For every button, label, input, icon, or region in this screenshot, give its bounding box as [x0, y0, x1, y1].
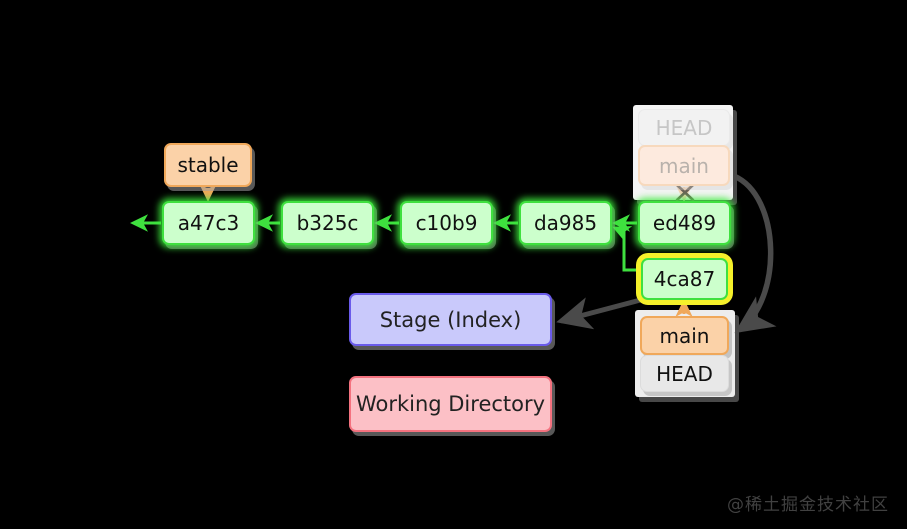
- commit-node-a47c3[interactable]: a47c3: [162, 201, 255, 245]
- commit-node-c10b9[interactable]: c10b9: [400, 201, 493, 245]
- working-directory-box[interactable]: Working Directory: [349, 376, 552, 432]
- watermark-text: @稀土掘金技术社区: [727, 495, 889, 515]
- commit-node-4ca87[interactable]: 4ca87: [641, 258, 728, 300]
- branch-ref-main-new[interactable]: main: [640, 316, 729, 355]
- branch-ref-main-old: main: [638, 145, 730, 186]
- commit-node-da985[interactable]: da985: [519, 201, 612, 245]
- stage-index-box[interactable]: Stage (Index): [349, 293, 552, 346]
- commit-node-b325c[interactable]: b325c: [281, 201, 374, 245]
- head-pointer-new[interactable]: HEAD: [640, 355, 729, 392]
- commit-node-ed489[interactable]: ed489: [638, 201, 731, 245]
- branch-ref-stable[interactable]: stable: [164, 143, 252, 187]
- head-pointer-old: HEAD: [638, 109, 730, 146]
